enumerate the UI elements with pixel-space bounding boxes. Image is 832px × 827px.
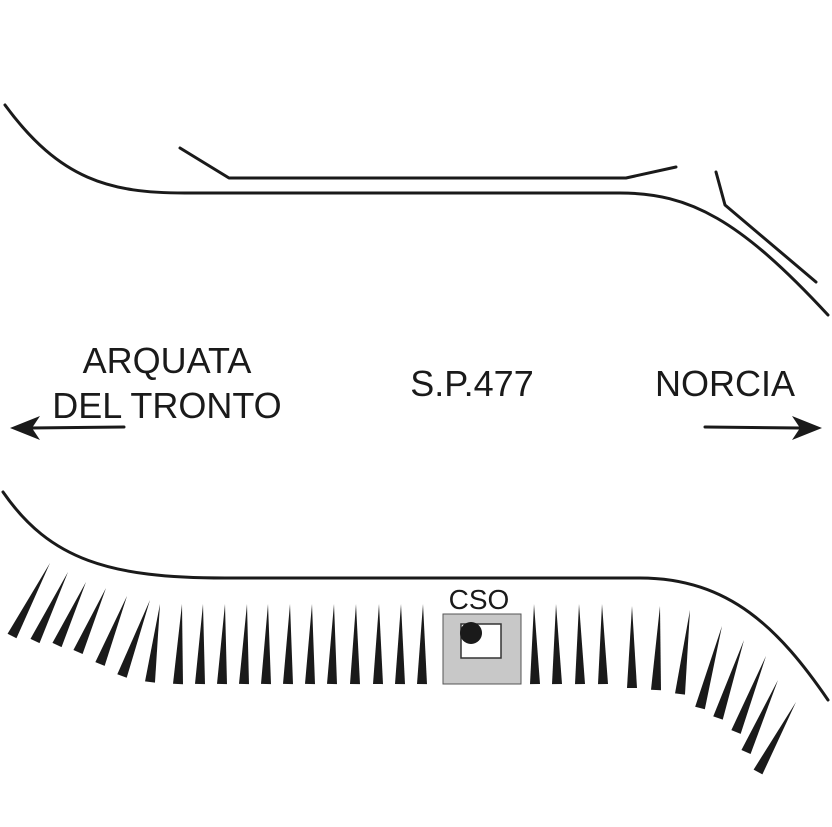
hatch-mark	[52, 582, 86, 648]
hatch-mark	[373, 604, 383, 685]
hatch-mark	[117, 600, 150, 678]
hatch-mark	[417, 604, 427, 685]
hatch-mark	[239, 604, 249, 685]
station-point-icon	[460, 622, 482, 644]
site-marker: CSO	[442, 584, 522, 685]
west-destination-line2: DEL TRONTO	[52, 385, 281, 426]
road-name: S.P.477	[410, 363, 533, 404]
hatch-mark	[95, 596, 127, 666]
hatch-mark	[350, 604, 360, 685]
hatch-mark	[283, 604, 293, 685]
hatch-mark	[305, 604, 315, 685]
hatch-mark	[327, 604, 337, 685]
hatch-mark	[261, 604, 271, 685]
hatch-mark	[675, 610, 690, 695]
hatch-mark	[217, 604, 227, 685]
hatch-mark	[395, 604, 405, 685]
embankment-hatching	[7, 563, 796, 775]
hatch-mark	[753, 702, 796, 775]
hatch-mark	[598, 604, 608, 685]
east-destination: NORCIA	[655, 363, 795, 404]
site-label: CSO	[449, 584, 510, 615]
hatch-mark	[731, 656, 766, 734]
arrow-east-icon	[703, 416, 822, 440]
hatch-mark	[30, 572, 69, 644]
road-north-edge	[3, 103, 830, 317]
hatch-mark	[145, 604, 160, 683]
arrow-west-icon	[10, 416, 126, 440]
branch-road-north	[714, 170, 818, 284]
hatch-mark	[7, 563, 50, 639]
hatch-mark	[73, 588, 106, 655]
hatch-mark	[195, 604, 205, 685]
layby-north	[178, 146, 678, 180]
hatch-mark	[695, 626, 722, 710]
hatch-mark	[713, 640, 744, 720]
hatch-mark	[173, 604, 183, 685]
road-south-edge	[1, 490, 830, 702]
hatch-mark	[530, 604, 540, 685]
hatch-mark	[651, 606, 661, 691]
hatch-mark	[741, 680, 778, 755]
hatch-mark	[552, 604, 562, 685]
hatch-mark	[627, 606, 637, 688]
hatch-mark	[575, 604, 585, 685]
west-destination-line1: ARQUATA	[83, 340, 252, 381]
